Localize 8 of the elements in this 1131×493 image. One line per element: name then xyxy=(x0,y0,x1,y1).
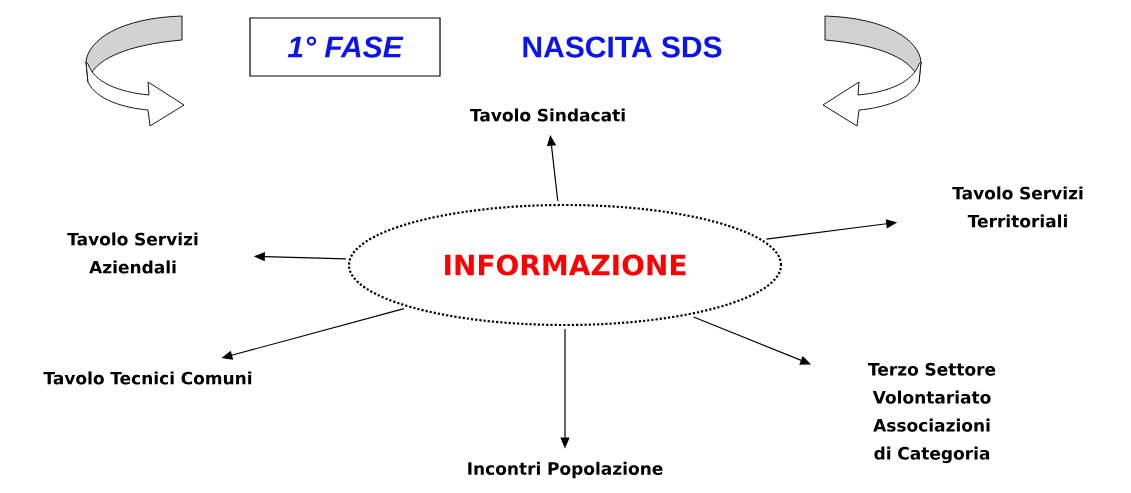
table-label: Tavolo Sindacati xyxy=(470,108,625,122)
heading: NASCITA SDS xyxy=(523,36,722,58)
table-label: Terzo Settore Volontariato Associazioni di Categoria xyxy=(868,362,996,464)
phase-box: 1° FASE xyxy=(249,17,441,77)
table-label: Tavolo Servizi Aziendali xyxy=(67,232,198,274)
table-label: Tavolo Servizi Territoriali xyxy=(952,186,1083,228)
table-label: Tavolo Tecnici Comuni xyxy=(43,371,252,385)
table-label: Incontri Popolazione xyxy=(468,461,663,479)
